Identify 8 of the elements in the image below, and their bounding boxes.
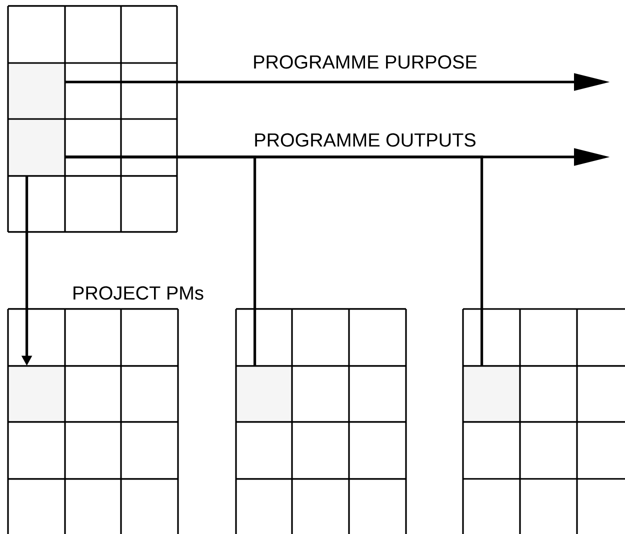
shaded-cell bbox=[463, 366, 520, 422]
edge-label: PROGRAMME OUTPUTS bbox=[252, 132, 478, 148]
shaded-cell bbox=[236, 366, 292, 422]
shaded-cell bbox=[8, 366, 65, 422]
edge-label: PROGRAMME PURPOSE bbox=[252, 54, 478, 70]
shaded-cell bbox=[8, 119, 65, 176]
shaded-cell bbox=[8, 63, 65, 119]
edge-label: PROJECT PMs bbox=[71, 285, 205, 301]
